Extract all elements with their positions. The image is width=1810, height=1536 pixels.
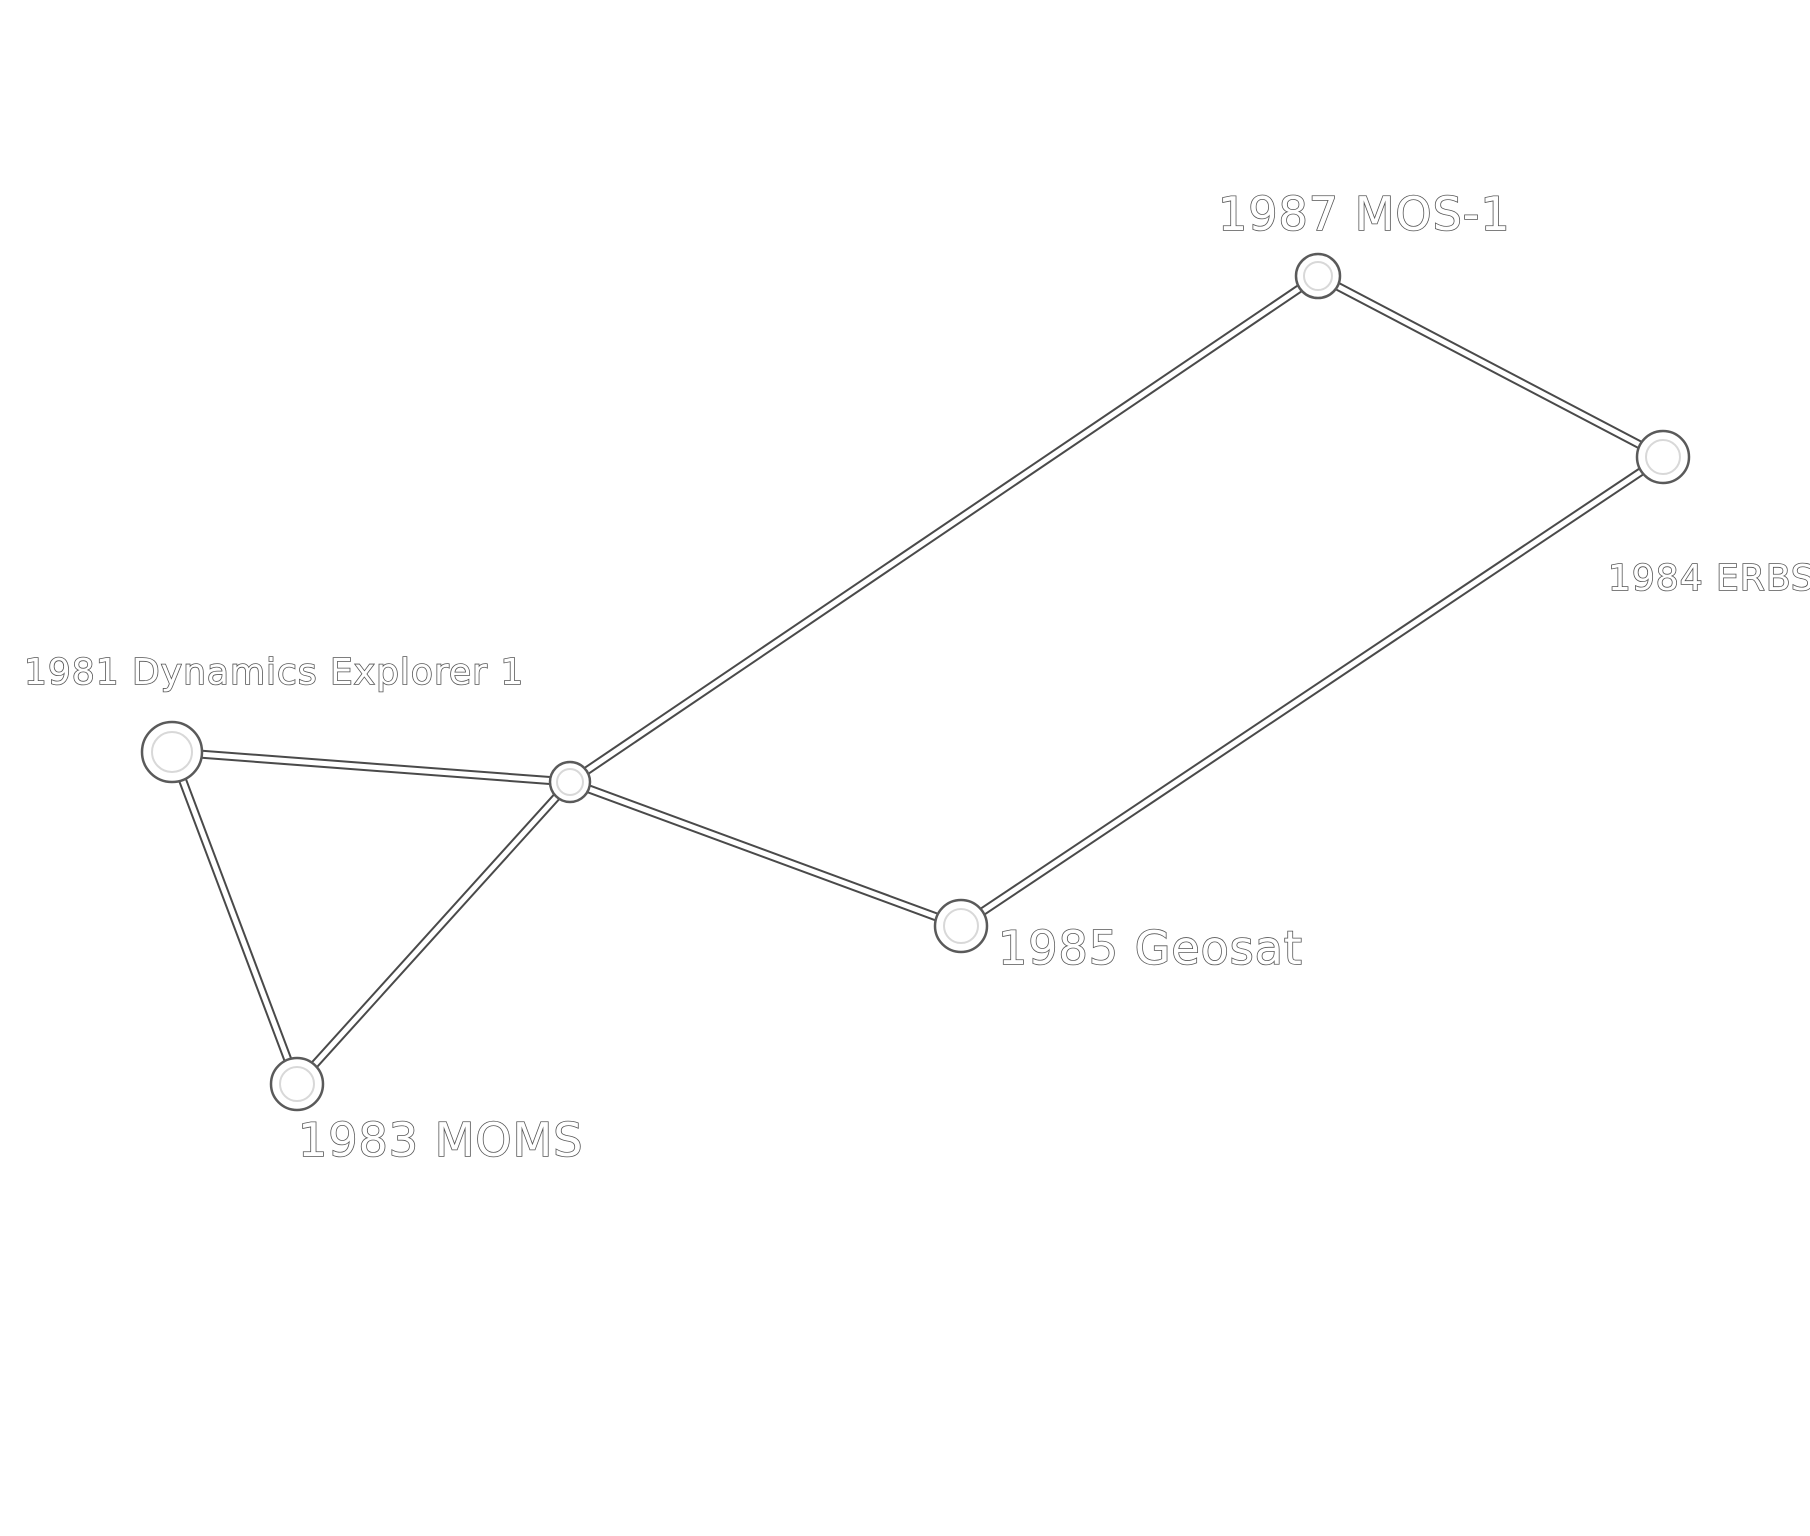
- node-mos: [1294, 252, 1342, 300]
- label-geosat: 1985 Geosat: [998, 921, 1303, 975]
- node-core-mos: [1303, 261, 1333, 291]
- edge-moms-hub: [294, 779, 573, 1087]
- node-core-geosat: [943, 908, 979, 944]
- node-hub: [548, 760, 592, 804]
- edge-dynamics-hub: [169, 749, 573, 785]
- node-geosat: [933, 898, 989, 954]
- node-core-erbs: [1645, 439, 1681, 475]
- edge-geosat-hub: [567, 779, 964, 929]
- node-dynamics: [140, 720, 204, 784]
- node-core-dynamics: [151, 731, 193, 773]
- label-layer: 1981 Dynamics Explorer 1 1983 MOMS 1987 …: [23, 186, 1810, 1168]
- edge-mos-erbs: [1315, 273, 1666, 460]
- label-mos-1: 1987 MOS-1: [1218, 187, 1511, 241]
- label-moms: 1983 MOMS: [298, 1113, 583, 1167]
- label-dynamics-explorer: 1981 Dynamics Explorer 1: [24, 652, 524, 693]
- edge-hub-mos: [567, 273, 1321, 785]
- node-moms: [269, 1056, 325, 1112]
- node-erbs: [1635, 429, 1691, 485]
- edge-dynamics-moms: [169, 749, 300, 1087]
- node-core-hub: [556, 768, 584, 796]
- node-layer: [140, 252, 1691, 1112]
- edge-erbs-geosat: [958, 454, 1666, 929]
- label-erbs: 1984 ERBS: [1608, 558, 1810, 599]
- edge-layer: [167, 271, 1668, 1089]
- node-core-moms: [279, 1066, 315, 1102]
